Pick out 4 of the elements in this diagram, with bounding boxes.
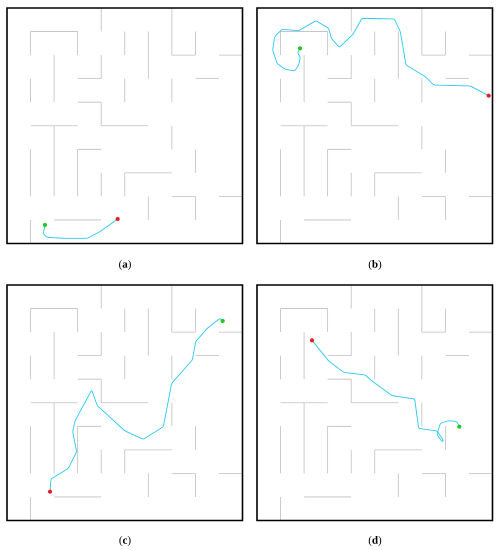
panel-label: (c): [119, 536, 131, 546]
panel-label: (d): [368, 536, 382, 546]
panel-label: (b): [368, 260, 382, 270]
panel-label: (a): [119, 260, 131, 270]
